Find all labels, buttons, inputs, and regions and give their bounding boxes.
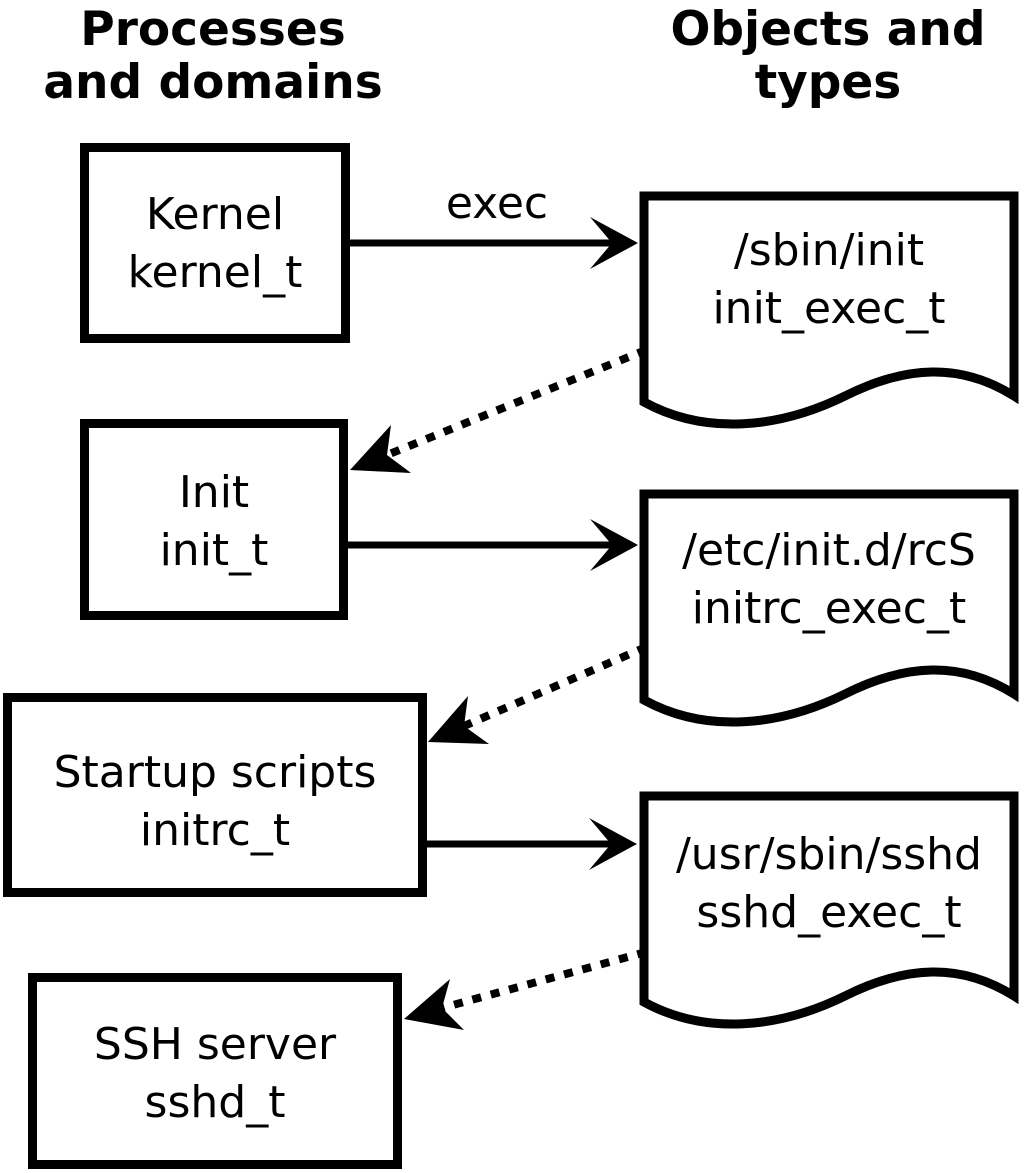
heading-left-line2: and domains bbox=[43, 55, 382, 110]
process-label-line2: sshd_t bbox=[145, 1077, 286, 1128]
heading-left-line1: Processes bbox=[80, 2, 345, 57]
arrowhead-icon bbox=[589, 818, 637, 870]
arrowhead-icon bbox=[590, 217, 638, 269]
column-heading-objects: Objects and types bbox=[670, 2, 985, 110]
object-label-line1: /usr/sbin/sshd bbox=[676, 829, 982, 880]
process-box-rect bbox=[80, 419, 348, 620]
document-shape bbox=[639, 791, 1019, 1029]
arrowhead-icon bbox=[428, 696, 489, 744]
solid-arrow-initrc-to-sshd-exec bbox=[423, 818, 637, 870]
process-box-initrc: Startup scripts initrc_t bbox=[3, 693, 427, 897]
dotted-arrow-init-exec-to-init bbox=[350, 346, 648, 473]
process-label-line1: Kernel bbox=[146, 189, 284, 240]
object-label-line2: sshd_exec_t bbox=[696, 887, 961, 938]
arrowhead-icon bbox=[404, 979, 464, 1030]
process-box-sshd: SSH server sshd_t bbox=[28, 973, 402, 1169]
exec-label: exec bbox=[446, 178, 548, 229]
arrowhead-icon bbox=[590, 519, 638, 571]
process-label-line1: Startup scripts bbox=[54, 747, 377, 798]
arrow-line bbox=[385, 346, 648, 459]
solid-arrow-kernel-to-init-exec: exec bbox=[346, 178, 638, 269]
heading-right-line2: types bbox=[755, 55, 902, 110]
process-label-line2: kernel_t bbox=[128, 247, 303, 298]
object-label-line1: /sbin/init bbox=[734, 225, 924, 276]
arrow-line bbox=[462, 643, 648, 730]
dotted-arrow-initrc-exec-to-initrc bbox=[428, 643, 648, 744]
arrowhead-icon bbox=[350, 425, 411, 473]
document-sshd-exec: /usr/sbin/sshd sshd_exec_t bbox=[639, 791, 1019, 1029]
document-shape bbox=[639, 489, 1019, 727]
process-label-line1: SSH server bbox=[94, 1019, 337, 1070]
process-box-init: Init init_t bbox=[80, 419, 348, 620]
arrow-line bbox=[440, 948, 648, 1012]
process-label-line1: Init bbox=[179, 467, 249, 518]
heading-right-line1: Objects and bbox=[670, 2, 985, 57]
dotted-arrow-sshd-exec-to-sshd bbox=[404, 948, 648, 1030]
process-box-kernel: Kernel kernel_t bbox=[80, 143, 350, 343]
column-heading-processes: Processes and domains bbox=[43, 2, 382, 110]
document-initrc-exec: /etc/init.d/rcS initrc_exec_t bbox=[639, 489, 1019, 727]
process-box-rect bbox=[80, 143, 350, 343]
process-box-rect bbox=[3, 693, 427, 897]
process-label-line2: init_t bbox=[160, 525, 269, 576]
process-box-rect bbox=[28, 973, 402, 1169]
object-label-line2: init_exec_t bbox=[712, 283, 945, 334]
process-label-line2: initrc_t bbox=[140, 805, 290, 856]
document-init-exec: /sbin/init init_exec_t bbox=[639, 191, 1019, 429]
object-label-line2: initrc_exec_t bbox=[692, 583, 966, 634]
object-label-line1: /etc/init.d/rcS bbox=[682, 525, 976, 576]
document-shape bbox=[639, 191, 1019, 429]
solid-arrow-init-to-initrc-exec bbox=[344, 519, 638, 571]
